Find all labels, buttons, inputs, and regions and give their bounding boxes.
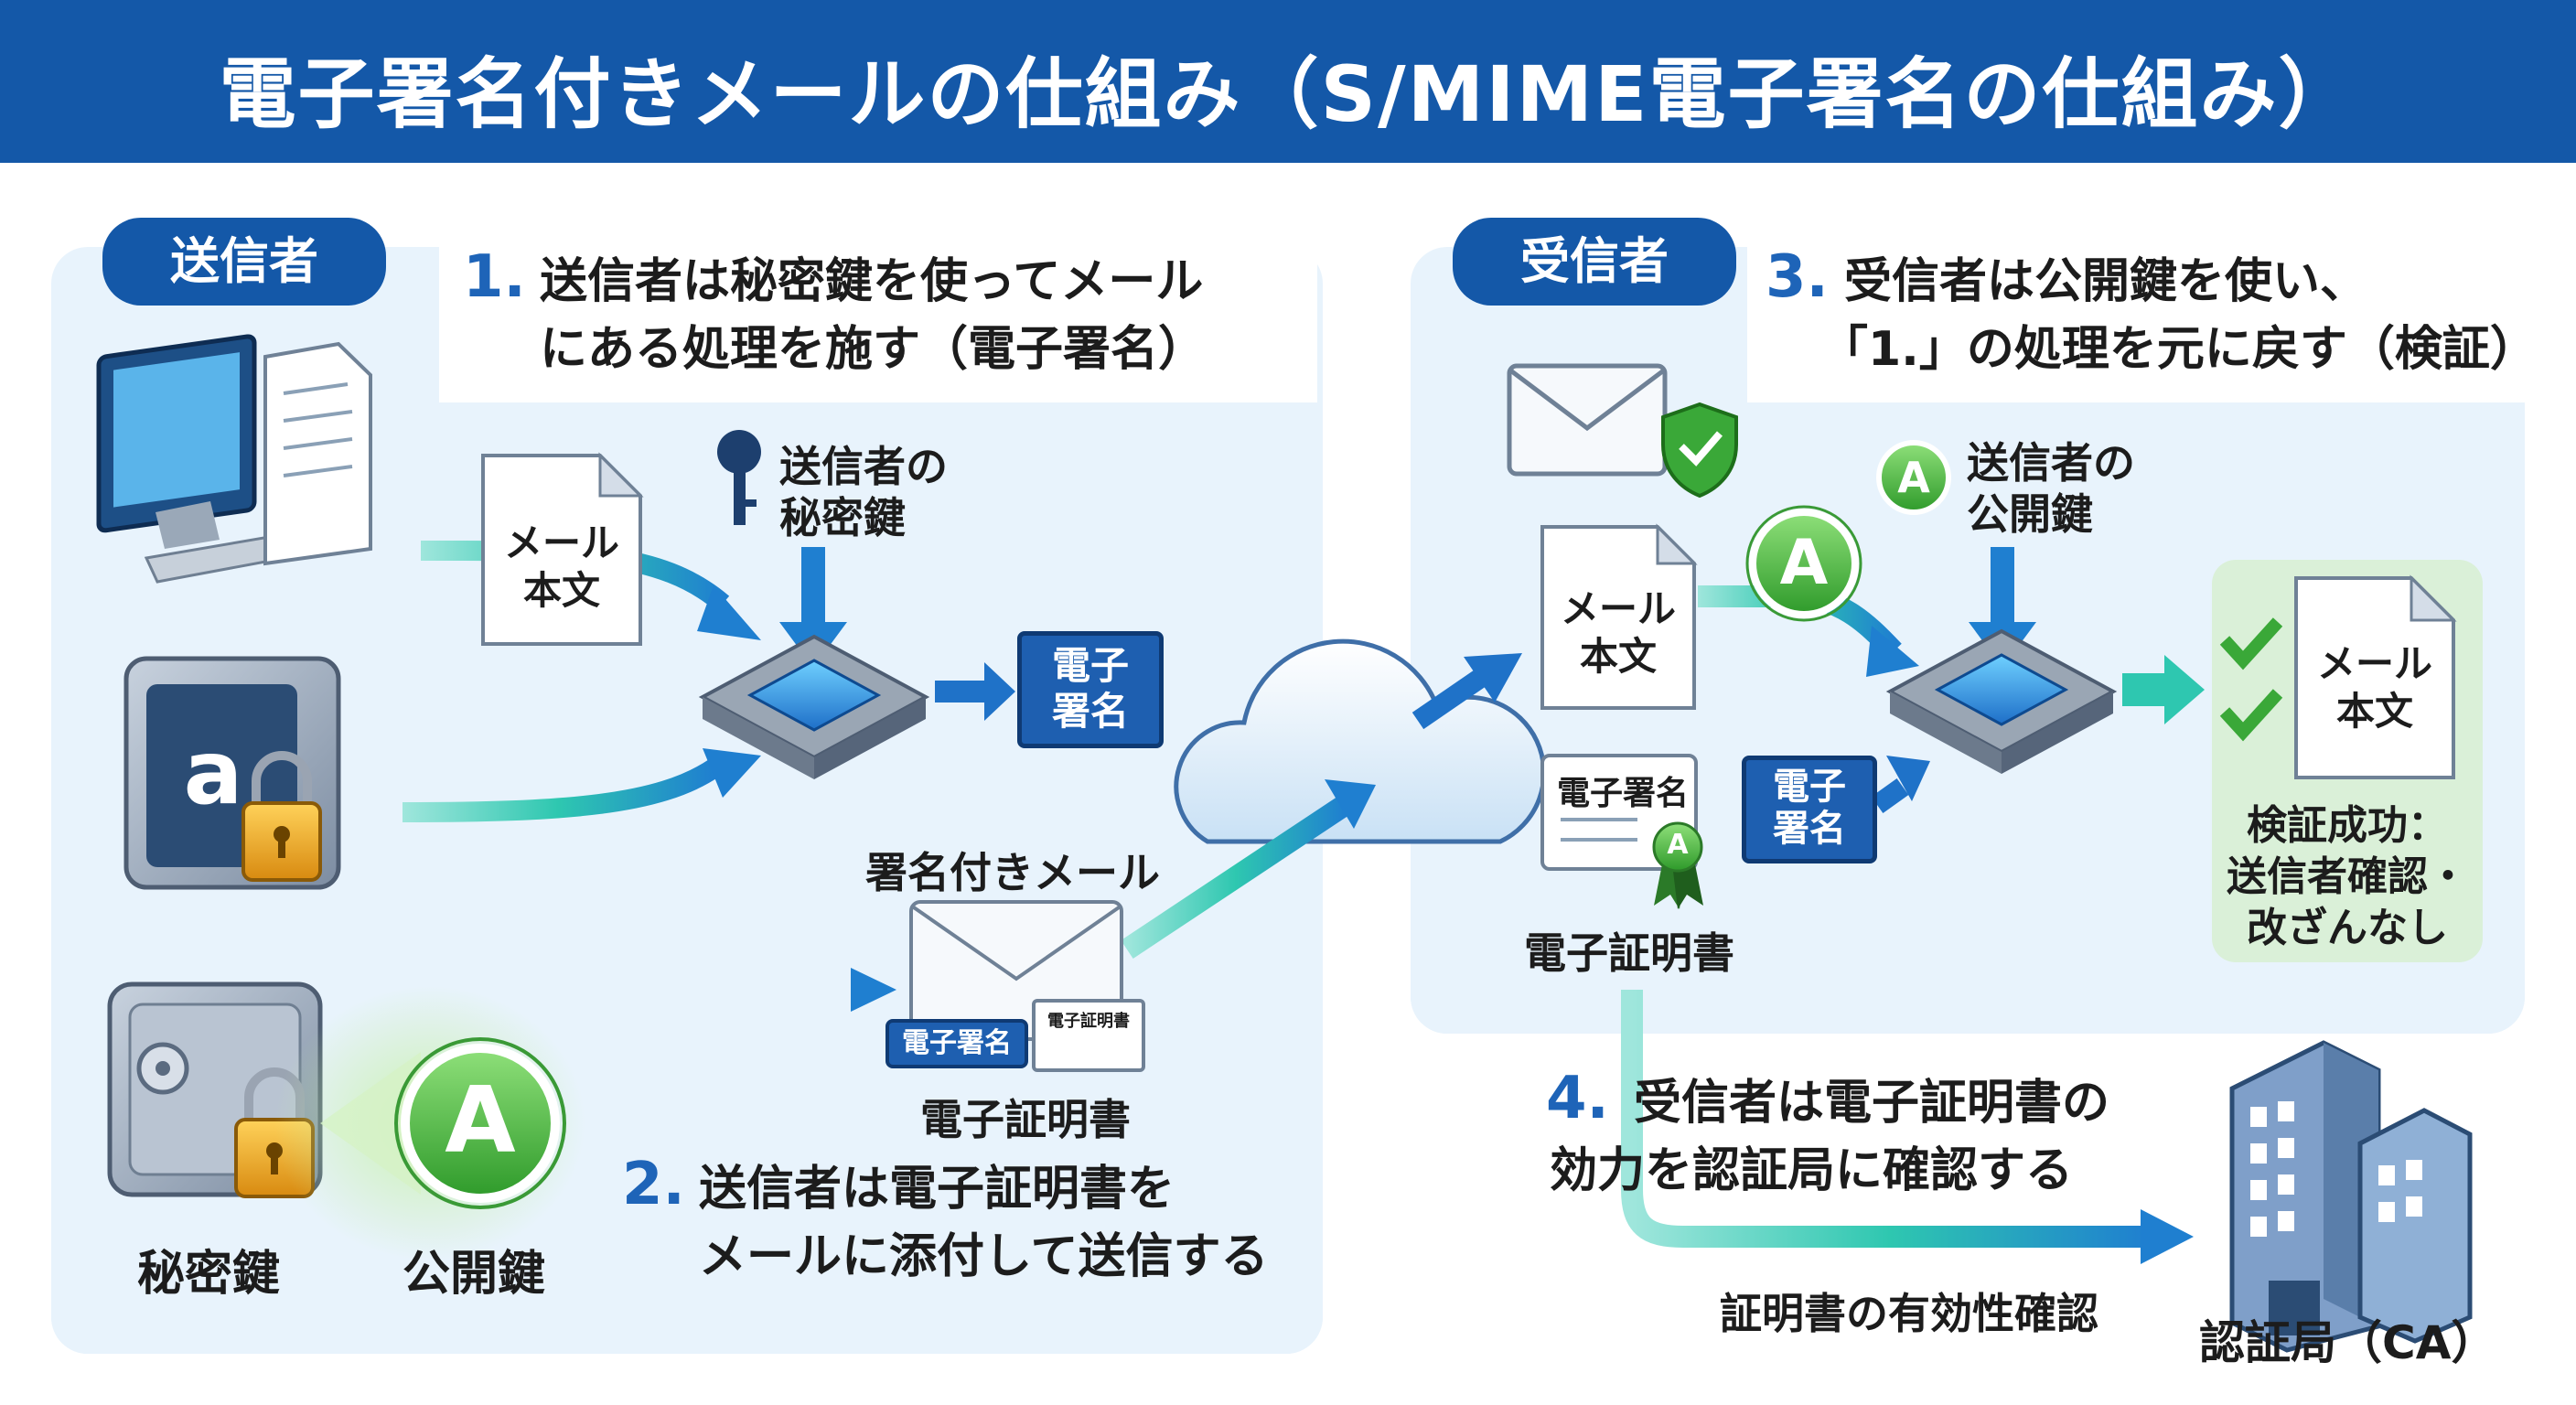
result-mail-line1: メール bbox=[2316, 641, 2432, 686]
signed-mail-label: 署名付きメール bbox=[865, 848, 1160, 897]
public-key-caption: 公開鍵 bbox=[402, 1247, 546, 1302]
ribbon-badge-icon bbox=[1652, 821, 1703, 909]
title-bar: 電子署名付きメールの仕組み（S/MIME電子署名の仕組み） bbox=[0, 0, 2576, 163]
step4-line1: 受信者は電子証明書の bbox=[1634, 1076, 2110, 1131]
building-icon bbox=[2229, 1040, 2473, 1353]
key-icon bbox=[1876, 440, 1951, 515]
secret-key-caption: 秘密鍵 bbox=[137, 1247, 281, 1302]
step1-line1: 送信者は秘密鍵を使ってメール bbox=[540, 254, 1204, 309]
result-mail-line2: 本文 bbox=[2335, 689, 2413, 734]
sender-mail-body-line2: 本文 bbox=[522, 568, 600, 613]
document-icon bbox=[481, 452, 644, 646]
step2-line2: メールに添付して送信する bbox=[699, 1229, 1269, 1284]
receiver-mail-body-line1: メール bbox=[1560, 586, 1676, 631]
envelope-badge-letter: A bbox=[1102, 1034, 1119, 1056]
chip-icon bbox=[698, 634, 930, 779]
key-icon bbox=[394, 1037, 566, 1209]
receiver-cert-caption: 電子証明書 bbox=[1524, 928, 1734, 978]
receiver-key-letter-large: A bbox=[1779, 527, 1829, 599]
envelope-cert-text: 電子証明書 bbox=[1047, 1012, 1130, 1031]
sender-private-key-label-line1: 送信者の bbox=[779, 442, 948, 491]
success-line3: 改ざんなし bbox=[2247, 905, 2448, 951]
sender-signature-line2: 署名 bbox=[1051, 689, 1129, 734]
receiver-cert-doc-title: 電子署名 bbox=[1557, 775, 1690, 812]
success-line2: 送信者確認・ bbox=[2227, 853, 2468, 900]
receiver-public-key-label-line1: 送信者の bbox=[1967, 438, 2135, 488]
receiver-signature-box: 電子 署名 bbox=[1742, 756, 1877, 863]
public-key-letter: A bbox=[445, 1067, 516, 1174]
receiver-signature-line2: 署名 bbox=[1773, 808, 1846, 850]
sender-panel-cutout bbox=[439, 220, 1317, 402]
receiver-cert-badge-letter: A bbox=[1667, 829, 1689, 861]
success-line1: 検証成功： bbox=[2247, 802, 2448, 849]
key-icon bbox=[1745, 505, 1862, 622]
receiver-key-letter-small: A bbox=[1897, 453, 1930, 502]
page-title: 電子署名付きメールの仕組み（S/MIME電子署名の仕組み） bbox=[219, 49, 2357, 139]
step2-number: 2. bbox=[622, 1151, 685, 1218]
key-icon bbox=[717, 430, 761, 525]
receiver-panel-cutout bbox=[1747, 220, 2534, 402]
step1-line2: にある処理を施す（電子署名） bbox=[540, 322, 1207, 377]
step3-number: 3. bbox=[1766, 243, 1829, 311]
document-icon bbox=[1540, 523, 1698, 710]
sender-private-key-label-line2: 秘密鍵 bbox=[779, 493, 906, 542]
receiver-mail-body-line2: 本文 bbox=[1579, 634, 1657, 679]
computer-icon bbox=[96, 334, 288, 584]
envelope-signature-tag: 電子署名 bbox=[886, 1019, 1028, 1068]
receiver-tab: 受信者 bbox=[1453, 218, 1736, 306]
step3-line1: 受信者は公開鍵を使い、 bbox=[1844, 254, 2368, 309]
sender-mail-body-line1: メール bbox=[503, 520, 619, 565]
envelope-cert-tag: 電子証明書 bbox=[1032, 999, 1145, 1072]
sender-signature-line1: 電子 bbox=[1051, 643, 1129, 688]
receiver-signature-line1: 電子 bbox=[1773, 766, 1846, 808]
padlock-icon bbox=[242, 751, 322, 882]
receiver-public-key-label-line2: 公開鍵 bbox=[1967, 489, 2093, 539]
envelope-icon bbox=[1507, 363, 1668, 477]
sender-cert-caption: 電子証明書 bbox=[920, 1095, 1131, 1144]
ca-label: 認証局（CA） bbox=[2199, 1316, 2497, 1369]
chip-icon bbox=[1885, 628, 2118, 774]
cloud-icon bbox=[1174, 638, 1547, 844]
sender-tab: 送信者 bbox=[102, 218, 386, 306]
sender-signature-box: 電子 署名 bbox=[1017, 631, 1164, 748]
document-icon bbox=[263, 341, 372, 566]
validity-check-label: 証明書の有効性確認 bbox=[1720, 1289, 2098, 1338]
step4-line2: 効力を認証局に確認する bbox=[1550, 1143, 2074, 1198]
step2-line1: 送信者は電子証明書を bbox=[699, 1162, 1175, 1217]
step3-line2: 「1.」の処理を元に戻す（検証） bbox=[1820, 322, 2538, 377]
step1-number: 1. bbox=[463, 243, 526, 311]
shield-check-icon bbox=[1661, 402, 1738, 499]
step4-number: 4. bbox=[1546, 1065, 1609, 1132]
vault-letter: a bbox=[183, 722, 243, 824]
